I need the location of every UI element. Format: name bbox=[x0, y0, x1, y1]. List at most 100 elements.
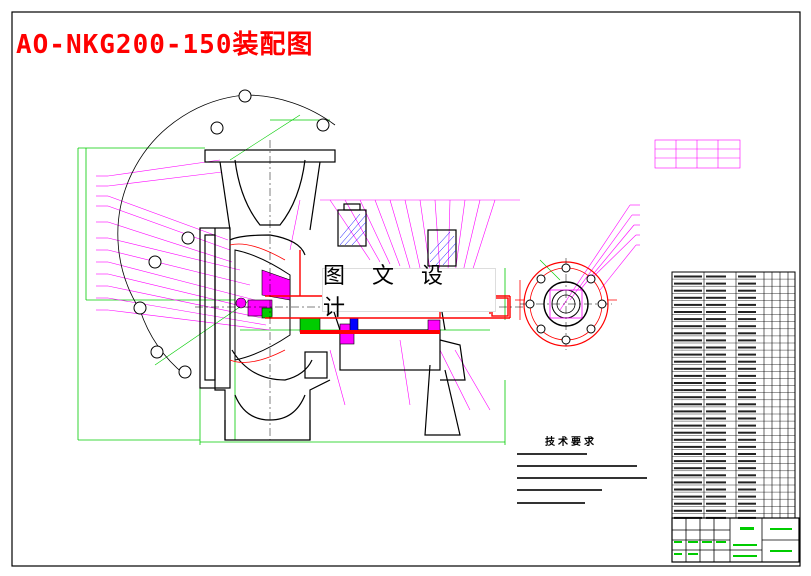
parts-entry-text bbox=[674, 502, 702, 505]
parts-entry-text bbox=[674, 438, 702, 441]
parts-entry-text bbox=[706, 275, 726, 278]
parts-entry-text bbox=[738, 353, 756, 356]
parts-entry-text bbox=[738, 374, 756, 377]
parts-entry-text bbox=[674, 303, 702, 306]
watermark-label: 图 文 设 计 bbox=[322, 264, 496, 321]
parts-entry-text bbox=[738, 410, 756, 413]
parts-entry-text bbox=[674, 282, 702, 285]
parts-entry-text bbox=[706, 417, 726, 420]
parts-list-rows bbox=[672, 278, 795, 514]
green-leaders bbox=[154, 114, 561, 366]
parts-entry-text bbox=[706, 360, 726, 363]
parts-entry-text bbox=[706, 318, 726, 321]
parts-entry-text bbox=[674, 453, 702, 455]
parts-list-entries bbox=[674, 275, 756, 519]
parts-entry-text bbox=[674, 509, 702, 512]
parts-entry-text bbox=[674, 403, 702, 406]
parts-entry-text bbox=[674, 474, 702, 477]
parts-entry-text bbox=[738, 502, 756, 505]
parts-entry-text bbox=[674, 332, 702, 335]
parts-entry-text bbox=[706, 481, 726, 484]
parts-entry-text bbox=[706, 431, 726, 434]
parts-entry-text bbox=[706, 346, 726, 349]
parts-entry-text bbox=[674, 289, 702, 292]
parts-entry-text bbox=[738, 382, 756, 384]
parts-entry-text bbox=[738, 474, 756, 477]
parts-entry-text bbox=[738, 453, 756, 455]
parts-entry-text bbox=[674, 353, 702, 356]
parts-entry-text bbox=[674, 431, 702, 434]
parts-entry-text bbox=[738, 389, 756, 392]
dimension-lines bbox=[77, 119, 506, 445]
tech-note-lines bbox=[517, 453, 647, 504]
parts-entry-text bbox=[706, 282, 726, 285]
parts-entry-text bbox=[706, 303, 726, 306]
pump-casing bbox=[199, 149, 466, 441]
parts-entry-text bbox=[706, 424, 726, 427]
end-view bbox=[515, 258, 617, 350]
parts-entry-text bbox=[738, 303, 756, 306]
parts-entry-text bbox=[674, 467, 702, 470]
parts-entry-text bbox=[674, 481, 702, 484]
impeller bbox=[234, 249, 441, 361]
parts-entry-text bbox=[706, 410, 726, 413]
parts-list bbox=[671, 271, 796, 519]
parts-entry-text bbox=[738, 318, 756, 321]
parts-entry-text bbox=[738, 311, 756, 313]
parts-entry-text bbox=[674, 488, 702, 491]
parts-entry-text bbox=[738, 325, 756, 328]
parts-entry-text bbox=[674, 374, 702, 377]
parts-entry-text bbox=[738, 438, 756, 441]
parts-entry-text bbox=[674, 424, 702, 427]
parts-entry-text bbox=[738, 467, 756, 470]
parts-entry-text bbox=[738, 495, 756, 498]
parts-entry-text bbox=[674, 275, 702, 278]
drawing-title: AO-NKG200-150装配图 bbox=[16, 30, 314, 60]
parts-entry-text bbox=[706, 296, 726, 299]
parts-entry-text bbox=[674, 382, 702, 384]
parts-entry-text bbox=[706, 488, 726, 491]
parts-entry-text bbox=[706, 453, 726, 455]
parts-entry-text bbox=[706, 374, 726, 377]
parts-entry-text bbox=[706, 325, 726, 328]
parts-entry-text bbox=[706, 353, 726, 356]
parts-entry-text bbox=[674, 460, 702, 463]
parts-entry-text bbox=[674, 445, 702, 448]
parts-entry-text bbox=[706, 382, 726, 384]
parts-entry-text bbox=[706, 403, 726, 406]
parts-entry-text bbox=[738, 289, 756, 292]
sheet-border bbox=[11, 11, 801, 567]
flange-bolt-circle bbox=[117, 89, 336, 379]
leader-lines-top bbox=[289, 199, 640, 411]
parts-entry-text bbox=[706, 509, 726, 512]
parts-entry-text bbox=[674, 417, 702, 420]
parts-entry-text bbox=[738, 282, 756, 285]
parts-entry-text bbox=[706, 389, 726, 392]
parts-entry-text bbox=[738, 275, 756, 278]
parts-entry-text bbox=[674, 367, 702, 370]
parts-entry-text bbox=[706, 438, 726, 441]
parts-entry-text bbox=[706, 502, 726, 505]
parts-entry-text bbox=[706, 445, 726, 448]
parts-entry-text bbox=[706, 289, 726, 292]
title-block-marks bbox=[674, 527, 792, 557]
parts-entry-text bbox=[738, 417, 756, 420]
parts-entry-text bbox=[706, 332, 726, 335]
parts-entry-text bbox=[674, 325, 702, 328]
parts-entry-text bbox=[674, 311, 702, 313]
parts-entry-text bbox=[706, 396, 726, 399]
parts-entry-text bbox=[674, 410, 702, 413]
parts-entry-text bbox=[674, 396, 702, 399]
parts-entry-text bbox=[706, 460, 726, 463]
parts-entry-text bbox=[738, 332, 756, 335]
parts-entry-text bbox=[738, 396, 756, 399]
parts-entry-text bbox=[674, 296, 702, 299]
parts-entry-text bbox=[738, 445, 756, 448]
parts-entry-text bbox=[738, 367, 756, 370]
parts-entry-text bbox=[674, 339, 702, 342]
parts-entry-text bbox=[738, 488, 756, 491]
parts-entry-text bbox=[738, 431, 756, 434]
parts-entry-text bbox=[706, 339, 726, 342]
title-block bbox=[671, 517, 800, 563]
